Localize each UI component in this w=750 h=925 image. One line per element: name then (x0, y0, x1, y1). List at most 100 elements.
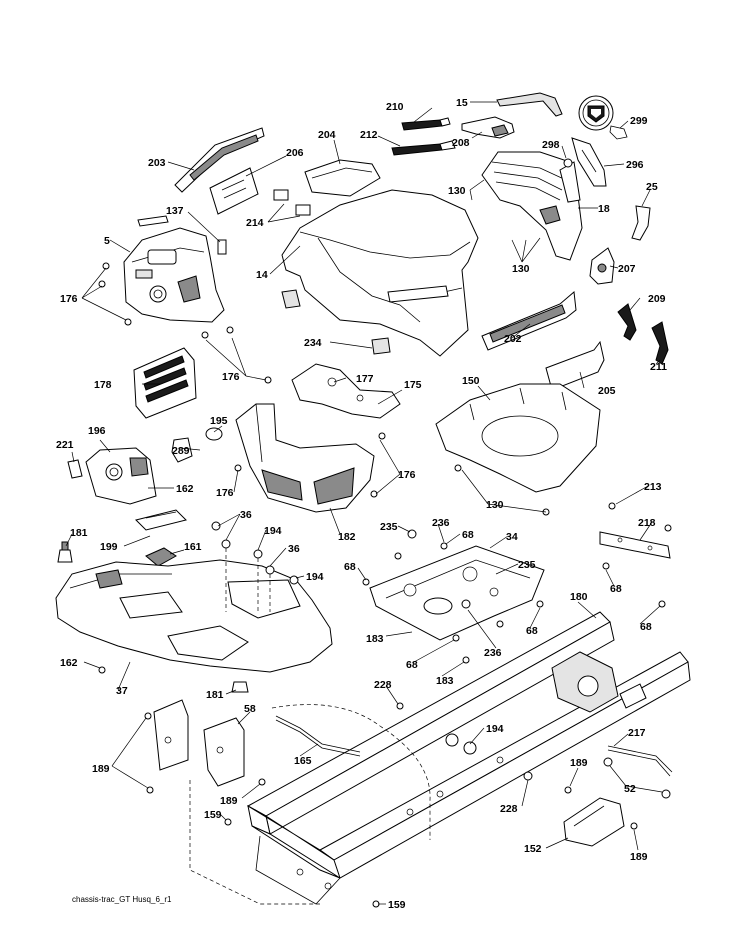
part-trim-strip-15 (496, 92, 563, 117)
part-bracket-58 (153, 699, 245, 787)
callout-189-right: 189 (570, 757, 588, 769)
callout-68-b: 68 (344, 561, 356, 573)
callout-181-lower: 181 (206, 689, 224, 701)
part-bracket-206 (209, 167, 259, 215)
callout-68-e: 68 (640, 621, 652, 633)
part-bracket-218 (599, 502, 672, 608)
part-emblem-298 (563, 158, 573, 168)
part-grille-insert-202 (481, 291, 577, 351)
callout-labels: 210 15 299 212 208 204 298 296 203 206 1… (56, 97, 667, 911)
part-plate-152 (563, 797, 625, 847)
callout-176-left: 176 (60, 293, 78, 305)
callout-152: 152 (524, 843, 542, 855)
callout-15: 15 (456, 97, 468, 109)
callout-235-upper: 235 (380, 521, 398, 533)
callout-207: 207 (618, 263, 636, 275)
callout-298: 298 (542, 139, 560, 151)
callout-205: 205 (598, 385, 616, 397)
callout-165: 165 (294, 755, 312, 767)
part-frame-180 (246, 611, 691, 905)
callout-234: 234 (304, 337, 322, 349)
callout-235-lower: 235 (518, 559, 536, 571)
callout-137: 137 (166, 205, 184, 217)
leader-lines (65, 101, 663, 905)
callout-228-upper: 228 (374, 679, 392, 691)
part-trim-211 (651, 321, 669, 365)
callout-161: 161 (184, 541, 202, 553)
callout-68-d: 68 (610, 583, 622, 595)
callout-36-upper: 36 (240, 509, 252, 521)
callout-18: 18 (598, 203, 610, 215)
part-light-207 (589, 247, 615, 285)
part-cover-204 (304, 159, 381, 197)
part-dashed-outline (189, 704, 431, 905)
callout-52: 52 (624, 783, 636, 795)
part-screw-162 (98, 666, 106, 674)
callout-176-mid: 176 (222, 371, 240, 383)
part-headlight-208 (461, 116, 515, 139)
part-bracket-177 (291, 363, 401, 419)
part-lever-161 (145, 547, 177, 567)
callout-212: 212 (360, 129, 378, 141)
callout-211: 211 (650, 361, 667, 373)
callout-130-middle: 130 (512, 263, 530, 275)
callout-204: 204 (318, 129, 336, 141)
part-logo-badge-299 (578, 95, 628, 140)
callout-130-upper: 130 (448, 185, 466, 197)
part-trim-212 (391, 140, 456, 156)
callout-214: 214 (246, 217, 264, 229)
callout-175: 175 (404, 379, 422, 391)
part-panel-296 (571, 137, 607, 187)
part-bracket-25 (631, 205, 651, 241)
part-fender-196 (85, 447, 157, 505)
part-clip-289 (171, 437, 193, 463)
callout-296: 296 (626, 159, 644, 171)
callout-68-c: 68 (526, 625, 538, 637)
callout-206: 206 (286, 147, 304, 159)
callout-194-lower: 194 (486, 723, 504, 735)
part-screws-68-235-236 (362, 529, 544, 664)
callout-5: 5 (104, 235, 110, 247)
callout-159-lower: 159 (388, 899, 406, 911)
callout-181-upper: 181 (70, 527, 88, 539)
part-decal-221 (67, 459, 83, 479)
part-bushing-195 (205, 427, 223, 441)
callout-221: 221 (56, 439, 74, 451)
part-rod-165 (275, 715, 361, 757)
callout-159-upper: 159 (204, 809, 222, 821)
callout-68-a: 68 (462, 529, 474, 541)
callout-182: 182 (338, 531, 356, 543)
part-trim-209 (617, 303, 637, 341)
callout-203: 203 (148, 157, 166, 169)
callout-195: 195 (210, 415, 228, 427)
callout-236-lower: 236 (484, 647, 502, 659)
callout-130-lower: 130 (486, 499, 504, 511)
callout-208: 208 (452, 137, 470, 149)
callout-183-lower: 183 (436, 675, 454, 687)
callout-199: 199 (100, 541, 118, 553)
part-panel-205 (545, 340, 605, 391)
part-dash-pod-5 (123, 227, 225, 323)
callout-289: 289 (172, 445, 190, 457)
callout-196: 196 (88, 425, 106, 437)
callout-177: 177 (356, 373, 374, 385)
callout-299: 299 (630, 115, 648, 127)
callout-189-lower: 189 (630, 851, 648, 863)
part-bushing-194 (445, 733, 477, 755)
part-screws-176-center (234, 376, 386, 498)
callout-213: 213 (644, 481, 662, 493)
part-trim-203 (174, 127, 265, 193)
part-support-150 (435, 383, 601, 493)
part-decal-234 (281, 289, 391, 355)
part-rod-217 (603, 745, 673, 799)
part-knob-181-lower (231, 681, 249, 693)
callout-150: 150 (462, 375, 480, 387)
part-fender-37 (55, 559, 333, 673)
part-screws-36-194 (211, 521, 299, 612)
part-screws-189 (144, 712, 638, 908)
callout-180: 180 (570, 591, 588, 603)
callout-37: 37 (116, 685, 128, 697)
part-decal-178 (133, 347, 197, 419)
callout-217: 217 (628, 727, 646, 739)
callout-162-upper: 162 (176, 483, 194, 495)
